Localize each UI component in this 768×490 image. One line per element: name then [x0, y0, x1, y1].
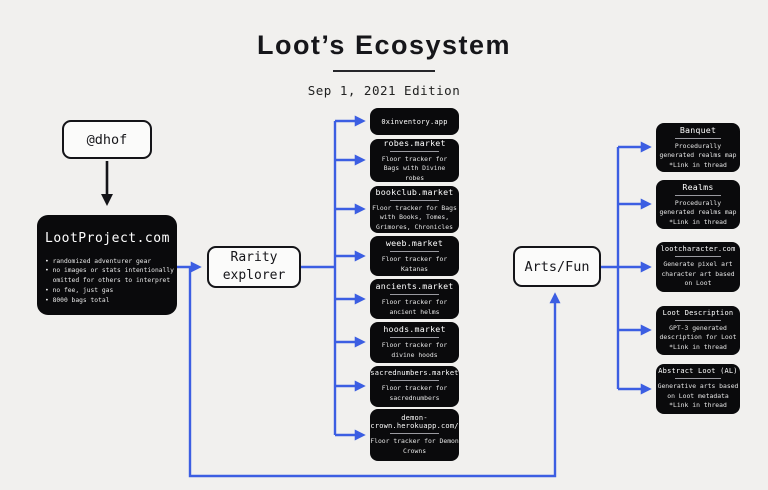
node-body: Generative arts based on Loot metadata *… — [657, 382, 739, 410]
node-abstract-loot: Abstract Loot (AL) Generative arts based… — [656, 364, 740, 414]
node-robes-market: robes.market Floor tracker for Bags with… — [370, 137, 459, 182]
divider — [389, 293, 440, 295]
divider — [389, 199, 440, 201]
node-body: Floor tracker for divine hoods — [381, 341, 448, 359]
dhof-label: @dhof — [86, 131, 128, 148]
node-title: Abstract Loot (AL) — [658, 367, 738, 376]
arts-fun-label: Arts/Fun — [524, 258, 590, 275]
node-demon-crown: demon- crown.herokuapp.com/ Floor tracke… — [370, 409, 459, 461]
node-ancients-market: ancients.market Floor tracker for ancien… — [370, 279, 459, 319]
page-subtitle: Sep 1, 2021 Edition — [307, 83, 461, 98]
lootproject-bullets: • randomized adventurer gear • no images… — [45, 257, 174, 304]
node-title: 0xinventory.app — [381, 117, 448, 126]
node-arts-fun: Arts/Fun — [513, 246, 601, 287]
node-body: Floor tracker for Demon Crowns — [370, 436, 459, 455]
node-title: Loot Description — [662, 308, 734, 317]
node-body: Procedurally generated realms map *Link … — [659, 141, 737, 169]
divider — [674, 256, 722, 258]
node-body: Procedurally generated realms map *Link … — [659, 198, 737, 226]
node-title: weeb.market — [385, 237, 444, 248]
header: Loot’s Ecosystem Sep 1, 2021 Edition — [0, 0, 768, 98]
divider — [674, 137, 722, 139]
node-title: demon- crown.herokuapp.com/ — [370, 413, 459, 430]
node-rarity-explorer: Rarity explorer — [207, 246, 301, 288]
node-body: Floor tracker for Bags with Divine robes — [381, 154, 448, 182]
node-lootproject: LootProject.com • randomized adventurer … — [37, 215, 177, 315]
node-title: bookclub.market — [375, 186, 454, 197]
node-sacrednumbers-market: sacrednumbers.market Floor tracker for s… — [370, 366, 459, 407]
node-banquet: Banquet Procedurally generated realms ma… — [656, 123, 740, 172]
divider — [674, 319, 722, 321]
node-dhof: @dhof — [62, 120, 152, 159]
node-hoods-market: hoods.market Floor tracker for divine ho… — [370, 322, 459, 363]
divider — [389, 150, 440, 152]
divider — [389, 337, 440, 339]
node-lootcharacter: lootcharacter.com Generate pixel art cha… — [656, 242, 740, 292]
node-title: Realms — [682, 181, 714, 192]
title-divider — [333, 70, 435, 72]
node-title: lootcharacter.com — [660, 245, 736, 254]
node-loot-description: Loot Description GPT-3 generated descrip… — [656, 306, 740, 355]
node-title: Banquet — [679, 124, 717, 135]
node-body: Floor tracker for sacrednumbers — [381, 384, 448, 402]
node-body: Generate pixel art character art based o… — [661, 260, 735, 288]
lootproject-title: LootProject.com — [45, 230, 170, 246]
divider — [389, 380, 440, 382]
divider — [674, 378, 722, 380]
node-realms: Realms Procedurally generated realms map… — [656, 180, 740, 229]
page-title: Loot’s Ecosystem — [256, 30, 512, 60]
divider — [389, 250, 440, 252]
node-title: hoods.market — [383, 324, 446, 335]
node-bookclub-market: bookclub.market Floor tracker for Bags w… — [370, 186, 459, 233]
node-body: Floor tracker for ancient helms — [381, 297, 448, 316]
divider — [389, 432, 440, 434]
divider — [674, 194, 722, 196]
node-weeb-market: weeb.market Floor tracker for Katanas — [370, 236, 459, 276]
node-title: sacrednumbers.market — [370, 369, 459, 378]
node-body: Floor tracker for Katanas — [381, 254, 448, 273]
node-body: Floor tracker for Bags with Books, Tomes… — [372, 203, 457, 231]
node-title: robes.market — [383, 137, 446, 148]
node-body: GPT-3 generated description for Loot *Li… — [659, 323, 737, 351]
node-title: ancients.market — [375, 280, 454, 291]
node-0xinventory: 0xinventory.app — [370, 108, 459, 135]
rarity-explorer-label: Rarity explorer — [222, 250, 286, 283]
